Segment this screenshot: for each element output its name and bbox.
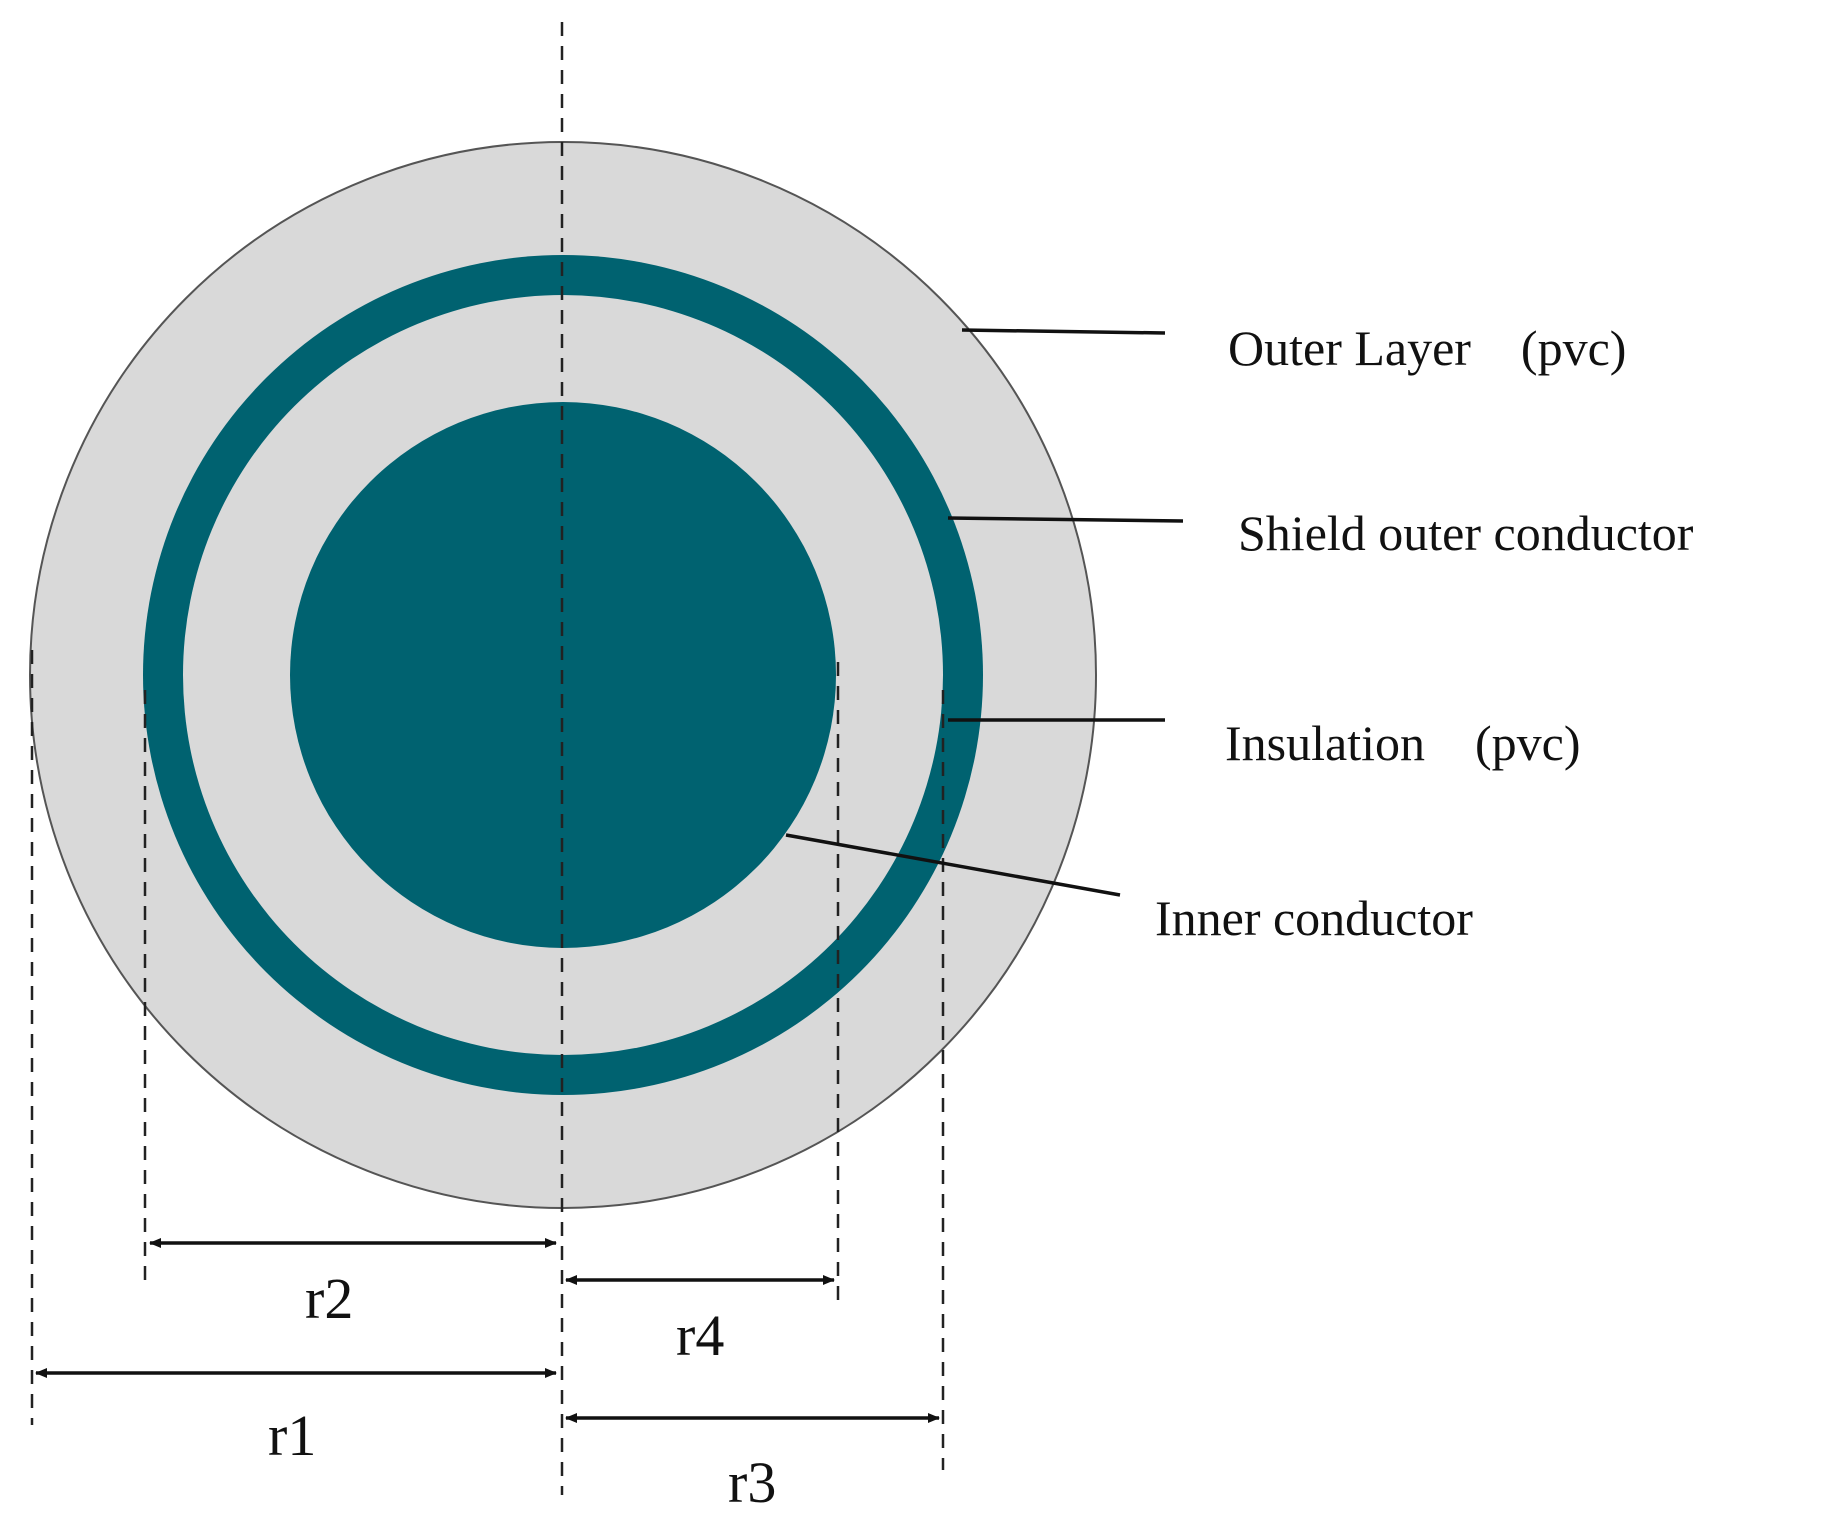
inner-conductor-label: Inner conductor [1155, 890, 1473, 946]
r2-label: r2 [305, 1266, 353, 1331]
inner-conductor-leader-line [785, 833, 1121, 897]
r4-label: r4 [676, 1303, 724, 1368]
insulation-label: Insulation (pvc) [1225, 715, 1580, 771]
outer-layer-leader-line [961, 328, 1166, 335]
r1-label: r1 [268, 1403, 316, 1468]
shield-leader-line [947, 516, 1184, 523]
r3-label: r3 [728, 1450, 776, 1515]
shield-outer-conductor-label: Shield outer conductor [1238, 505, 1694, 561]
outer-layer-label: Outer Layer (pvc) [1228, 320, 1626, 376]
